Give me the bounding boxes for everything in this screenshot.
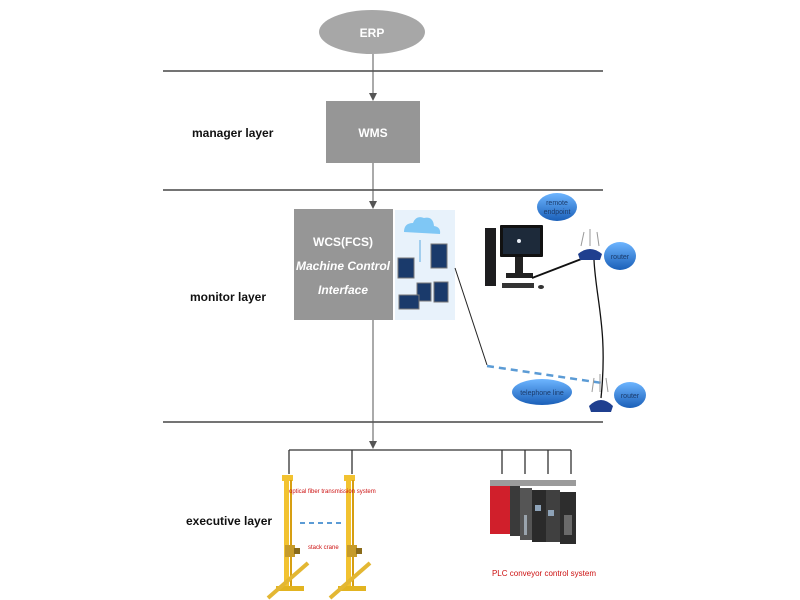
monitor-layer-label: monitor layer xyxy=(190,290,266,304)
router-bottom-bubble xyxy=(614,382,646,408)
router-top-label: router xyxy=(611,254,630,261)
remote-endpoint-label-1: remote xyxy=(546,200,568,207)
plc-label: PLC conveyor control system xyxy=(492,569,596,578)
plc-hardware-icon xyxy=(490,480,576,544)
computer-to-router-cable xyxy=(531,257,585,279)
wcs-box xyxy=(294,209,393,320)
router-top-icon xyxy=(578,229,602,260)
stack-crane-2-icon xyxy=(328,475,372,600)
stack-crane-1-icon xyxy=(266,475,310,600)
erp-node xyxy=(319,10,425,54)
router-to-router-cable xyxy=(593,259,604,399)
router-bottom-label: router xyxy=(621,393,640,400)
telephone-line-bubble xyxy=(512,379,572,405)
router-bottom-icon xyxy=(589,374,613,412)
router-top-bubble xyxy=(604,242,636,270)
wcs-label-line3: Interface xyxy=(318,283,368,297)
erp-label: ERP xyxy=(360,26,385,40)
optical-fiber-label: optical fiber transmission system xyxy=(289,489,376,495)
manager-layer-label: manager layer xyxy=(192,126,274,140)
stack-crane-label: stack crane xyxy=(308,545,339,551)
wcs-label-line2: Machine Control xyxy=(296,259,391,273)
devices-link-line xyxy=(454,267,488,366)
telephone-line-dashed xyxy=(486,364,603,385)
wms-label: WMS xyxy=(358,126,387,140)
remote-endpoint-bubble xyxy=(537,193,577,221)
cloud-devices-icon xyxy=(395,210,455,320)
remote-endpoint-label-2: endpoint xyxy=(544,209,571,216)
telephone-line-label: telephone line xyxy=(520,390,564,397)
executive-layer-label: executive layer xyxy=(186,514,272,528)
desktop-computer-icon xyxy=(485,225,544,289)
wms-box xyxy=(326,101,420,163)
wcs-label-line1: WCS(FCS) xyxy=(313,235,373,249)
